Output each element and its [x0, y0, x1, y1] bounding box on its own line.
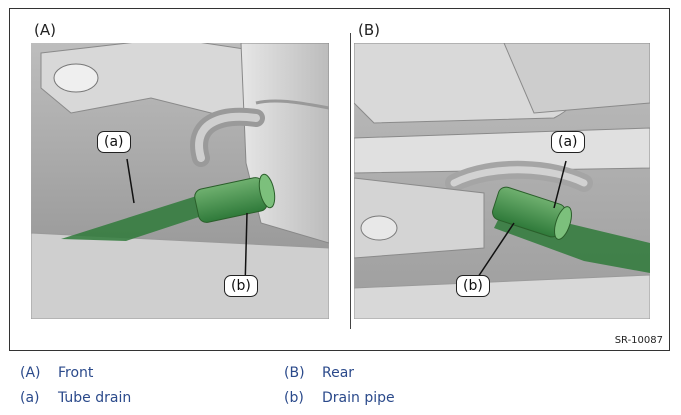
- figure-frame: (A) (B): [9, 8, 670, 351]
- legend-key: (A): [20, 365, 41, 381]
- rear-illustration: [354, 43, 650, 319]
- legend-item: (B) Rear: [284, 365, 354, 381]
- legend-text: Front: [58, 365, 94, 381]
- legend-item: (a) Tube drain: [20, 390, 131, 406]
- callout-drain-pipe-rear: (b): [456, 275, 490, 297]
- callout-tube-drain-front: (a): [97, 131, 131, 153]
- panel-b-label: (B): [358, 21, 380, 39]
- callout-tube-drain-rear: (a): [551, 131, 585, 153]
- callout-drain-pipe-front: (b): [224, 275, 258, 297]
- legend-key: (b): [284, 390, 304, 406]
- figure-code: SR-10087: [614, 335, 663, 346]
- legend-text: Tube drain: [58, 390, 132, 406]
- legend-key: (B): [284, 365, 305, 381]
- legend-item: (A) Front: [20, 365, 93, 381]
- legend: (A) Front (B) Rear (a) Tube drain (b) Dr…: [0, 355, 681, 415]
- legend-key: (a): [20, 390, 40, 406]
- panel-a-label: (A): [34, 21, 56, 39]
- legend-text: Drain pipe: [322, 390, 395, 406]
- legend-text: Rear: [322, 365, 355, 381]
- panel-divider: [350, 33, 351, 329]
- legend-item: (b) Drain pipe: [284, 390, 395, 406]
- front-illustration: [31, 43, 329, 319]
